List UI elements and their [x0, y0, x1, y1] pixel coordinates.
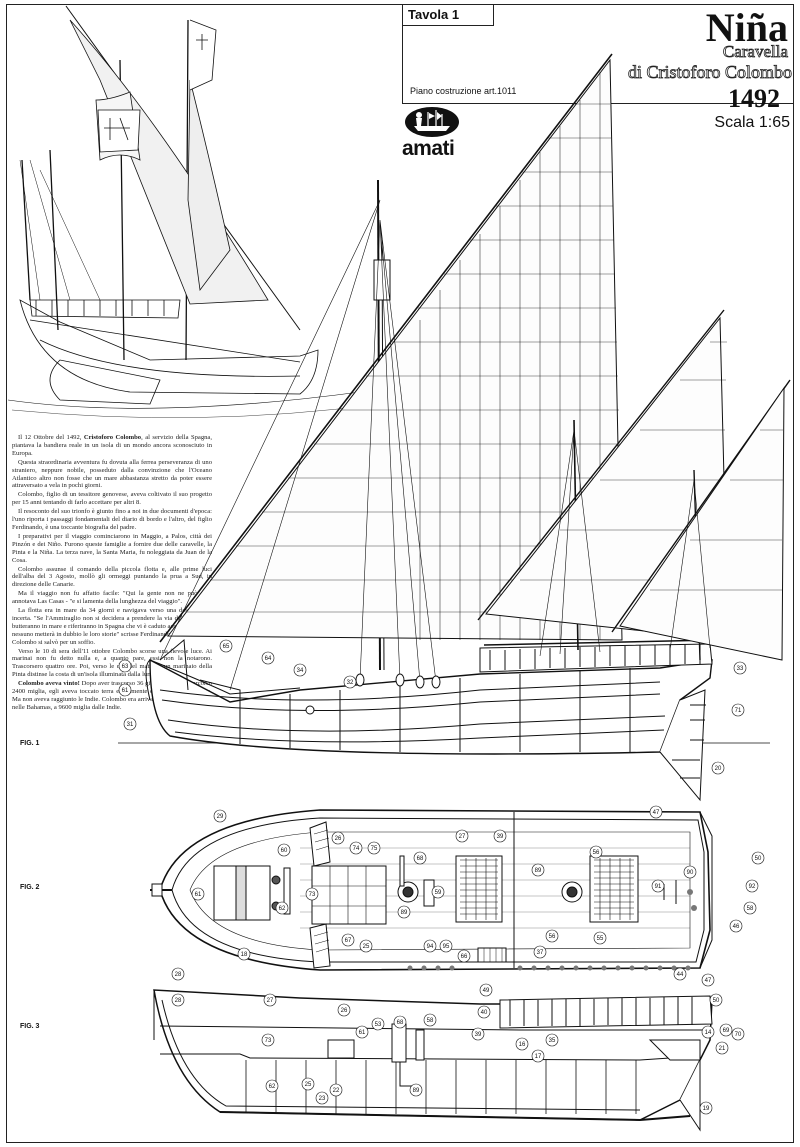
perspective-sketch [7, 5, 381, 418]
callout3-27: 27 [267, 998, 274, 1004]
callout-31: 31 [127, 722, 134, 728]
fig1-label: FIG. 1 [20, 740, 40, 747]
callout-89: 89 [535, 868, 542, 874]
callout3-21: 21 [719, 1046, 726, 1052]
fig1-side-elevation [118, 53, 791, 802]
callout3-17: 17 [535, 1054, 542, 1060]
callout-63: 63 [122, 664, 129, 670]
fig3-section [153, 989, 713, 1132]
callout-47: 47 [653, 810, 660, 816]
ship-year: 1492 [728, 84, 780, 113]
callout-33: 33 [737, 666, 744, 672]
callout-20: 20 [715, 766, 722, 772]
callout-46: 46 [733, 924, 740, 930]
callout-92: 92 [749, 884, 756, 890]
callout-62: 62 [279, 906, 286, 912]
fig1-callouts [118, 639, 747, 775]
callout3-50: 50 [713, 998, 720, 1004]
callout-56: 56 [593, 850, 600, 856]
plan-scale: Scala 1:65 [714, 114, 790, 131]
callout-65: 65 [223, 644, 230, 650]
callout3-40: 40 [481, 1010, 488, 1016]
callout-32: 32 [347, 680, 354, 686]
sheet-border [6, 4, 794, 1143]
callout3-23: 23 [319, 1096, 326, 1102]
callout3-62: 62 [269, 1084, 276, 1090]
callout3-89: 89 [413, 1088, 420, 1094]
callout-73: 73 [309, 892, 316, 898]
callout3-22: 22 [333, 1088, 340, 1094]
callout-67: 67 [345, 938, 352, 944]
callout-64: 64 [265, 656, 272, 662]
callout-58: 58 [747, 906, 754, 912]
callout3-69: 69 [723, 1028, 730, 1034]
callout-61: 61 [195, 892, 202, 898]
callout3-58: 58 [427, 1018, 434, 1024]
callout-55: 55 [597, 936, 604, 942]
callout3-70: 70 [735, 1032, 742, 1038]
plate-number: Tavola 1 [402, 4, 494, 26]
ship-name: Niña [705, 5, 788, 50]
callout3-61: 61 [359, 1030, 366, 1036]
callout-94: 94 [427, 944, 434, 950]
callout-89b: 89 [401, 910, 408, 916]
callout3-16: 16 [519, 1042, 526, 1048]
callout-59: 59 [435, 890, 442, 896]
callout-90: 90 [687, 870, 694, 876]
callout-26: 26 [335, 836, 342, 842]
callout-18: 18 [241, 952, 248, 958]
plan-article: Piano costruzione art.1011 [410, 86, 517, 96]
brand-name: amati [402, 137, 455, 160]
callout3-49: 49 [483, 988, 490, 994]
callout3-19: 19 [703, 1106, 710, 1112]
callout3-68: 68 [397, 1020, 404, 1026]
fig2-label: FIG. 2 [20, 884, 40, 891]
ship-type: Caravella [722, 42, 788, 62]
callout-74: 74 [353, 846, 360, 852]
callout3-35: 35 [549, 1038, 556, 1044]
callout-68: 68 [417, 856, 424, 862]
callout3-14: 14 [705, 1030, 712, 1036]
callout3-73: 73 [265, 1038, 272, 1044]
callout3-47: 47 [705, 978, 712, 984]
sailor-and-ship-logo-icon [405, 107, 459, 137]
ship-owner: di Cristoforo Colombo [627, 62, 793, 83]
callout-95: 95 [443, 944, 450, 950]
callout-50: 50 [755, 856, 762, 862]
callout3-39: 39 [475, 1032, 482, 1038]
callout-29: 29 [217, 814, 224, 820]
callout-28: 28 [175, 972, 182, 978]
callout-60: 60 [281, 848, 288, 854]
callout3-53: 53 [375, 1022, 382, 1028]
callout3-28: 28 [175, 998, 182, 1004]
callout-66: 66 [461, 954, 468, 960]
callout-91: 91 [655, 884, 662, 890]
callout-25: 25 [363, 944, 370, 950]
callout-75: 75 [371, 846, 378, 852]
callout-39: 39 [497, 834, 504, 840]
callout-56b: 56 [549, 934, 556, 940]
fig3-label: FIG. 3 [20, 1023, 40, 1030]
callout3-25: 25 [305, 1082, 312, 1088]
callout3-44: 44 [677, 972, 684, 978]
callout-37: 37 [537, 950, 544, 956]
callout-34: 34 [297, 668, 304, 674]
callout-61: 61 [122, 688, 129, 694]
callout-27: 27 [459, 834, 466, 840]
callout3-26: 26 [341, 1008, 348, 1014]
callout-71: 71 [735, 708, 742, 714]
